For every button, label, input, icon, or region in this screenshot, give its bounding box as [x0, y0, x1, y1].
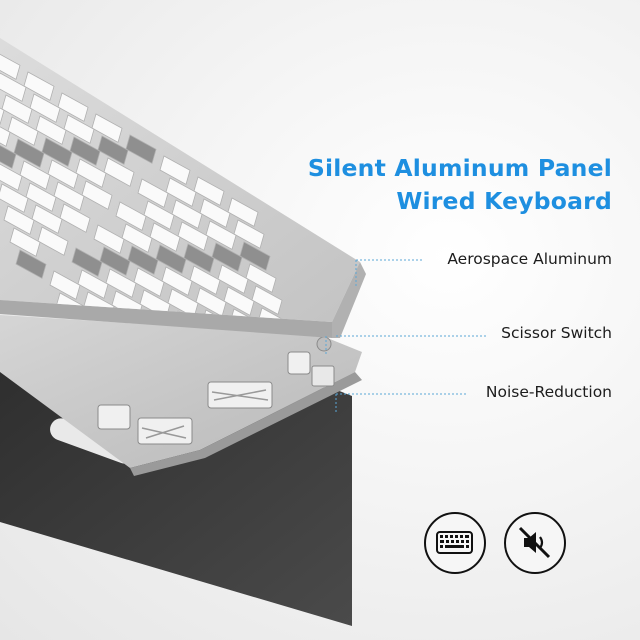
keycap	[0, 161, 23, 191]
keycap	[75, 158, 107, 188]
keycap	[177, 221, 209, 251]
keycap	[29, 93, 61, 123]
keycap	[25, 182, 57, 212]
keycap	[93, 224, 125, 254]
keycap	[59, 203, 91, 233]
keyboard-badge	[424, 512, 486, 574]
keycap	[35, 115, 67, 145]
keycap	[99, 246, 131, 276]
keycap	[127, 245, 159, 275]
keycap	[103, 157, 135, 187]
keycap	[9, 227, 41, 257]
keycap	[223, 286, 255, 316]
keycap	[37, 226, 69, 256]
keycap	[143, 200, 175, 230]
keycap	[193, 176, 225, 206]
headline: Silent Aluminum Panel Wired Keyboard	[308, 152, 612, 218]
keycap	[0, 50, 21, 80]
keycap	[233, 219, 265, 249]
keycap	[63, 114, 95, 144]
keycap	[0, 183, 29, 213]
keycap-grid	[0, 50, 289, 322]
keycap	[205, 220, 237, 250]
keycap	[217, 264, 249, 294]
keyboard-icon	[436, 531, 473, 554]
keycap	[239, 241, 271, 271]
keycap	[227, 197, 259, 227]
keycap	[211, 242, 243, 272]
keycap	[105, 268, 137, 298]
keycap	[71, 247, 103, 277]
keycap	[115, 201, 147, 231]
keycap	[137, 178, 169, 208]
speaker-muted-icon	[518, 526, 551, 559]
keycap	[31, 204, 63, 234]
keycap	[121, 223, 153, 253]
keycap	[69, 136, 101, 166]
keycap	[149, 222, 181, 252]
callout-scissor-switch: Scissor Switch	[501, 324, 612, 342]
keycap	[125, 134, 157, 164]
keycap	[245, 263, 277, 293]
keycap	[53, 181, 85, 211]
headline-line-1: Silent Aluminum Panel	[307, 154, 612, 182]
keycap	[189, 265, 221, 295]
scissor-switch-plate	[0, 315, 362, 476]
keycap	[77, 269, 109, 299]
keycap	[155, 244, 187, 274]
keycap	[133, 267, 165, 297]
keycap	[199, 198, 231, 228]
keycap	[49, 270, 81, 300]
silent-badge	[504, 512, 566, 574]
keycap	[15, 249, 47, 279]
callout-aerospace-aluminum: Aerospace Aluminum	[447, 250, 612, 268]
keycap	[41, 137, 73, 167]
keycap	[171, 199, 203, 229]
keycap	[57, 92, 89, 122]
keycap	[97, 135, 129, 165]
keycap	[23, 71, 55, 101]
headline-line-2: Wired Keyboard	[396, 187, 612, 215]
keycap	[7, 116, 39, 146]
keycap	[91, 113, 123, 143]
keycap	[161, 266, 193, 296]
keycap	[183, 243, 215, 273]
keycap	[47, 159, 79, 189]
keycap	[159, 155, 191, 185]
keycap	[19, 160, 51, 190]
keycap	[13, 138, 45, 168]
keycap	[0, 72, 27, 102]
keycap	[165, 177, 197, 207]
callout-leader-lines	[325, 259, 488, 414]
keycap	[0, 117, 11, 147]
callout-noise-reduction: Noise-Reduction	[485, 383, 612, 401]
keycap	[3, 205, 35, 235]
keycap	[81, 180, 113, 210]
keycap	[0, 139, 17, 169]
keycap	[1, 94, 33, 124]
aluminum-top-panel	[0, 38, 366, 338]
keycap	[251, 285, 283, 315]
